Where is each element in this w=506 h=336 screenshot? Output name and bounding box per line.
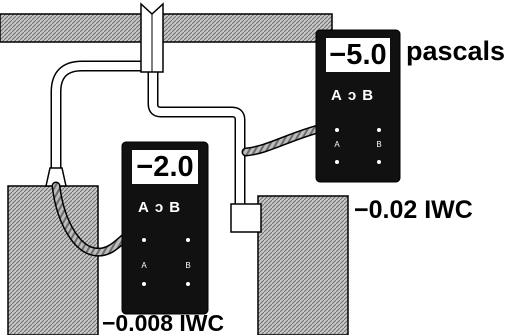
upper-gauge-port-a: A: [331, 87, 343, 104]
left-connector: [45, 167, 67, 187]
lower-gauge-port-b: B: [169, 199, 182, 216]
right-enclosure: [257, 195, 349, 335]
svg-text:A: A: [334, 140, 340, 149]
right-box-pressure-label: −0.02 IWC: [354, 196, 473, 224]
selector-knob-icon: ↄ: [347, 87, 358, 104]
lower-gauge-reading: −2.0: [132, 150, 198, 184]
overhead-duct: [0, 13, 333, 43]
svg-text:B: B: [376, 140, 381, 149]
left-enclosure: [7, 185, 99, 335]
lower-gauge-body: [121, 141, 209, 315]
junction-box: [230, 203, 262, 233]
left-box-pressure-label: −0.008 IWC: [102, 310, 225, 336]
svg-text:B: B: [185, 261, 190, 270]
svg-text:A: A: [141, 261, 147, 270]
selector-knob-icon: ↄ: [154, 199, 165, 216]
pascals-label: pascals: [406, 36, 506, 66]
lower-gauge-port-a: A: [138, 199, 150, 216]
upper-gauge-reading: −5.0: [326, 38, 390, 72]
upper-gauge-port-b: B: [362, 87, 375, 104]
